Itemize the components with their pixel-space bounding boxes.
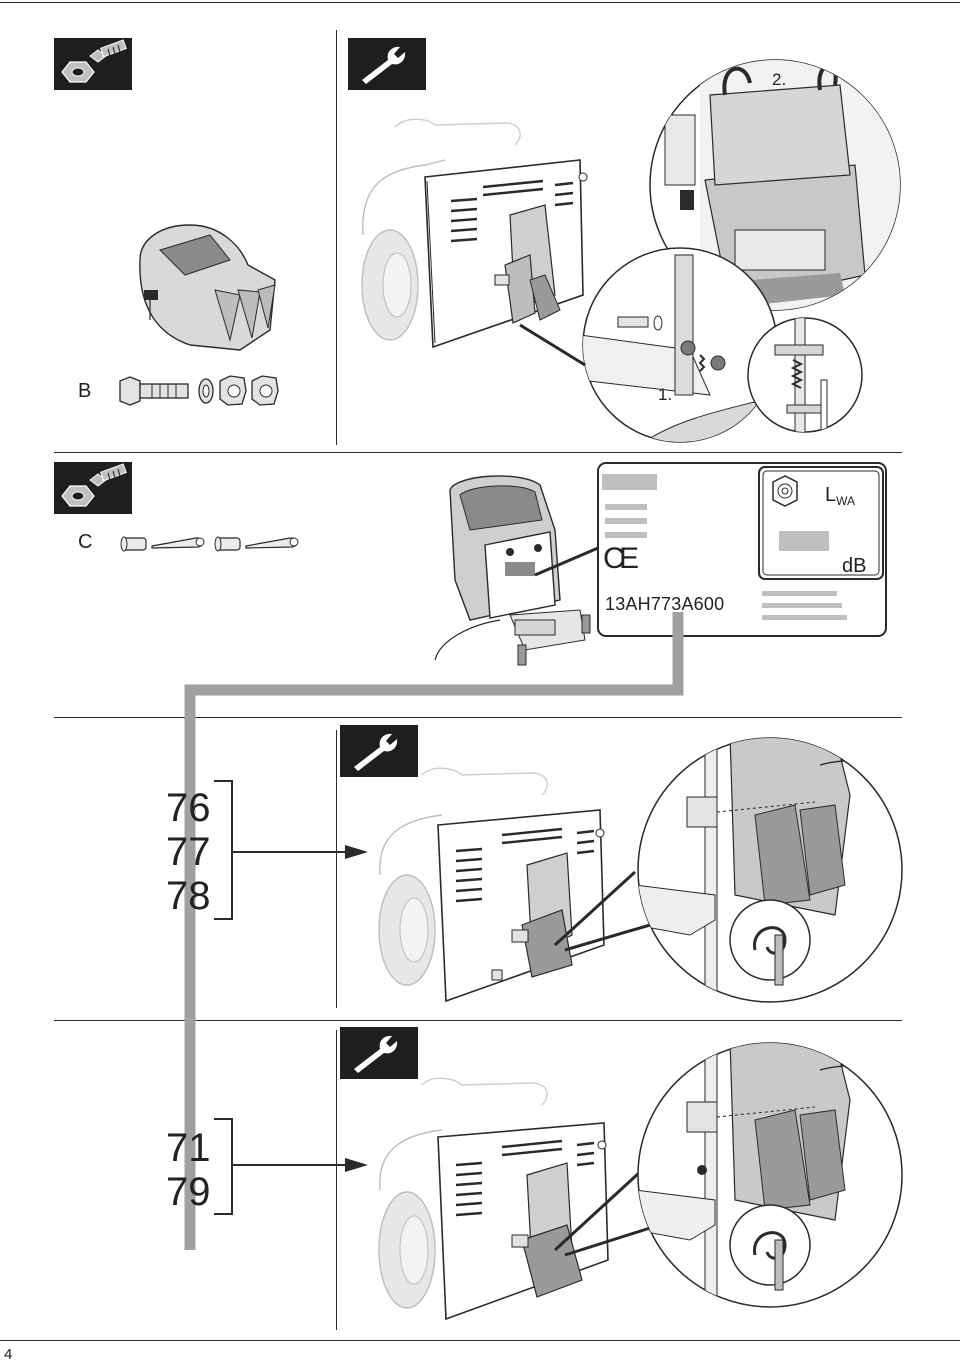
column-divider-2 bbox=[336, 730, 337, 1008]
collector-bag-illustration bbox=[130, 220, 280, 355]
wrench-icon-row3 bbox=[340, 725, 418, 777]
column-divider-1 bbox=[336, 30, 337, 445]
detail-circle-clevis-2 bbox=[635, 1040, 905, 1310]
page-number: 4 bbox=[4, 1346, 13, 1363]
sound-sub: WA bbox=[836, 494, 856, 508]
svg-text:E: E bbox=[619, 542, 639, 575]
bolt-nut-icon bbox=[54, 38, 132, 90]
reference-77: 77 bbox=[166, 830, 211, 874]
divider-row-2 bbox=[54, 717, 902, 718]
svg-text:C: C bbox=[603, 542, 625, 575]
divider-row-1 bbox=[54, 452, 902, 453]
model-part-code: 13AH773A600 bbox=[605, 594, 725, 614]
detail-circle-bolt bbox=[580, 245, 780, 445]
clevis-pin-cotter-set bbox=[118, 532, 303, 556]
mower-bag-mount-illustration bbox=[372, 765, 612, 1005]
bottom-rule bbox=[0, 1340, 960, 1341]
top-rule bbox=[0, 2, 960, 3]
decibel-unit: dB bbox=[842, 555, 867, 577]
sound-unit: L bbox=[825, 484, 837, 506]
seat-label-location-illustration bbox=[430, 470, 600, 670]
bolt-nut-icon-row2 bbox=[54, 462, 132, 514]
reference-78: 78 bbox=[166, 874, 211, 918]
column-divider-3 bbox=[336, 1030, 337, 1330]
step-b-label: B bbox=[78, 380, 92, 402]
callout-two: 2. bbox=[772, 70, 787, 89]
reference-71: 71 bbox=[166, 1126, 211, 1170]
detail-circle-spring bbox=[745, 315, 865, 435]
divider-row-3 bbox=[54, 1020, 902, 1021]
callout-one: 1. bbox=[658, 385, 673, 404]
detail-circle-clevis-1 bbox=[635, 735, 905, 1005]
bolt-washer-nut-set bbox=[116, 373, 286, 409]
step-c-label: C bbox=[78, 531, 93, 553]
mower-rear-plate-illustration bbox=[355, 115, 600, 355]
sound-level-label: LWA bbox=[825, 484, 855, 508]
wrench-icon-row4 bbox=[340, 1027, 418, 1079]
reference-76: 76 bbox=[166, 786, 211, 830]
reference-79: 79 bbox=[166, 1170, 211, 1214]
wrench-icon bbox=[348, 38, 426, 90]
rating-label: C E bbox=[597, 462, 887, 637]
mower-bag-attached-illustration bbox=[372, 1075, 612, 1325]
